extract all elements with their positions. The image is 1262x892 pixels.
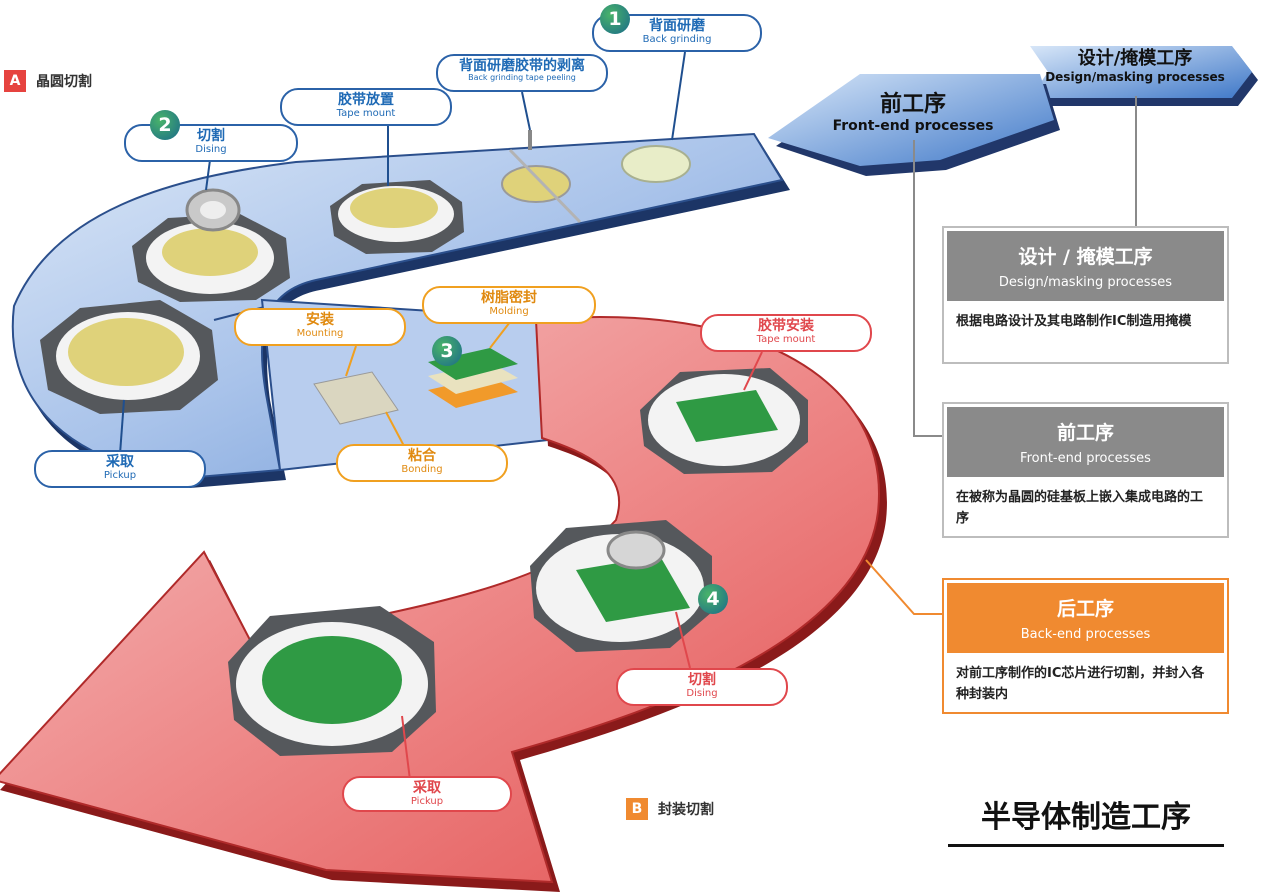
design-arrow-zh: 设计/掩模工序	[1077, 48, 1193, 69]
step-badge-4: 4	[698, 584, 728, 614]
info-design-title: 设计 / 掩模工序	[1018, 246, 1153, 268]
design-arrow-label: 设计/掩模工序 Design/masking processes	[1030, 44, 1240, 84]
info-box-design: 设计 / 掩模工序 Design/masking processes 根据电路设…	[942, 226, 1229, 364]
front-arrow-label: 前工序 Front-end processes	[818, 86, 1008, 134]
front-arrow-zh: 前工序	[879, 92, 946, 117]
info-box-back-end: 后工序 Back-end processes 对前工序制作的IC芯片进行切割，并…	[942, 578, 1229, 714]
front-end-arrow	[768, 74, 1060, 176]
callout-tape-peeling: 背面研磨胶带的剥离 Back grinding tape peeling	[436, 54, 608, 92]
callout-pickup-b: 采取 Pickup	[342, 776, 512, 812]
info-box-front-end: 前工序 Front-end processes 在被称为晶圆的硅基板上嵌入集成电…	[942, 402, 1229, 538]
backend-leader	[865, 559, 942, 615]
step-badge-1: 1	[600, 4, 630, 34]
callout-pickup-a: 采取 Pickup	[34, 450, 206, 488]
info-back-title: 后工序	[1056, 598, 1114, 620]
section-b-letter: B	[626, 798, 648, 820]
section-a-label: 晶圆切割	[36, 74, 92, 90]
step-badge-2: 2	[150, 110, 180, 140]
station-dicing-a	[132, 188, 290, 302]
info-design-desc: 根据电路设计及其电路制作IC制造用掩模	[956, 314, 1192, 329]
callout-molding: 树脂密封 Molding	[422, 286, 596, 324]
info-front-title: 前工序	[1056, 422, 1114, 444]
callout-dicing-b: 切割 Dising	[616, 668, 788, 706]
info-front-desc: 在被称为晶圆的硅基板上嵌入集成电路的工序	[956, 490, 1204, 526]
callout-tape-mount-a: 胶带放置 Tape mount	[280, 88, 452, 126]
info-front-subtitle: Front-end processes	[1020, 451, 1151, 466]
front-arrow-en: Front-end processes	[832, 118, 994, 134]
section-a-tag: A 晶圆切割	[4, 70, 92, 92]
info-design-header: 设计 / 掩模工序 Design/masking processes	[947, 231, 1224, 301]
section-b-tag: B 封装切割	[626, 798, 714, 820]
info-design-subtitle: Design/masking processes	[998, 275, 1173, 290]
station-tape-mount-a	[330, 180, 464, 254]
station-mounting	[313, 371, 399, 425]
callout-bonding: 粘合 Bonding	[336, 444, 508, 482]
package-dicing-track	[0, 316, 887, 892]
info-leaders	[913, 96, 1137, 437]
station-dicing-b	[530, 520, 712, 652]
callout-tape-mount-b: 胶带安装 Tape mount	[700, 314, 872, 352]
section-b-label: 封装切割	[658, 802, 714, 818]
station-tape-peeling	[501, 130, 582, 224]
station-tape-mount-b	[640, 368, 808, 474]
step-badge-3: 3	[432, 336, 462, 366]
page-title: 半导体制造工序	[948, 792, 1224, 847]
callout-mounting: 安装 Mounting	[234, 308, 406, 346]
info-back-desc: 对前工序制作的IC芯片进行切割，并封入各种封装内	[956, 666, 1205, 702]
info-front-header: 前工序 Front-end processes	[947, 407, 1224, 477]
blue-leaders	[119, 51, 686, 455]
station-pickup-b	[228, 606, 436, 756]
orange-leaders	[345, 321, 511, 447]
station-pickup-a	[40, 300, 218, 414]
station-molding	[428, 348, 518, 408]
station-back-grinding	[621, 145, 691, 183]
info-back-subtitle: Back-end processes	[1020, 627, 1151, 642]
design-masking-arrow	[1030, 46, 1258, 106]
info-back-header: 后工序 Back-end processes	[947, 583, 1224, 653]
design-arrow-en: Design/masking processes	[1045, 70, 1225, 84]
section-a-letter: A	[4, 70, 26, 92]
red-leaders	[401, 351, 763, 781]
